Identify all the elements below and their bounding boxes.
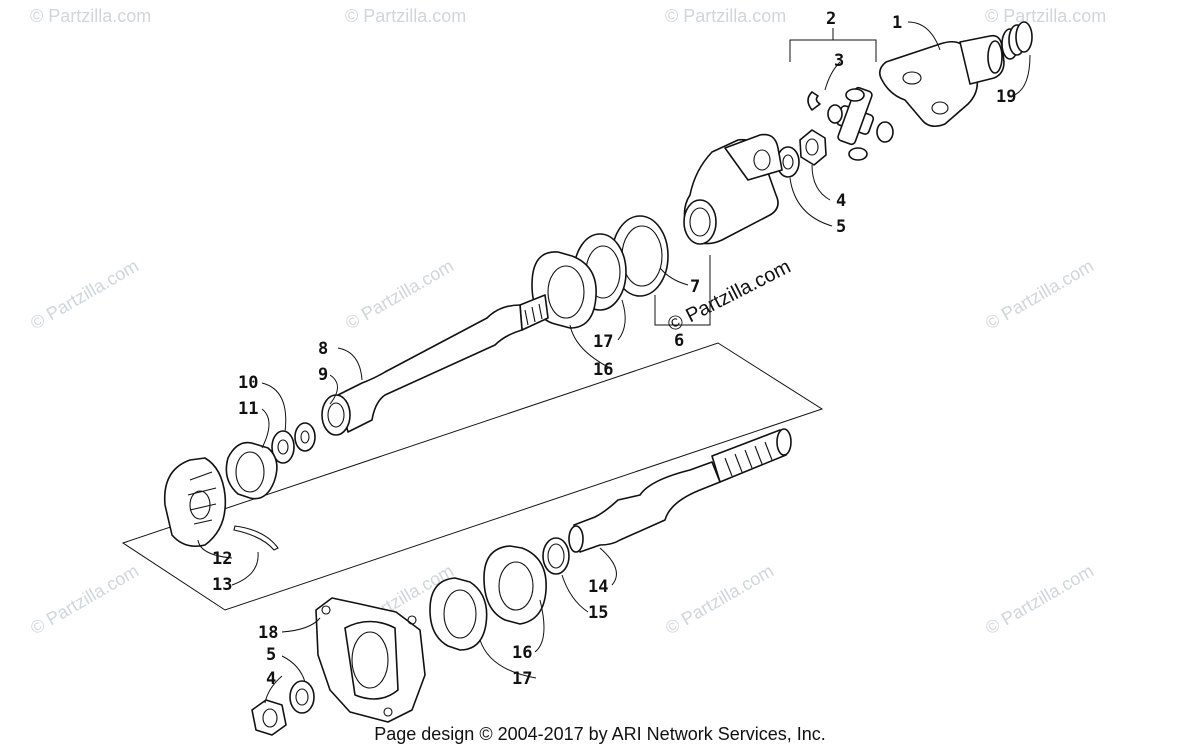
callout-7: 7	[690, 277, 700, 297]
watermark: © Partzilla.com	[342, 255, 457, 333]
part-rings-19	[1001, 21, 1033, 60]
callout-18: 18	[258, 623, 278, 643]
part-bearing-16-lower	[483, 545, 547, 625]
part-ring-15	[542, 537, 570, 575]
callout-9: 9	[318, 365, 328, 385]
callout-13: 13	[212, 575, 232, 595]
part-yoke-1	[878, 34, 1005, 128]
part-seal-17-lower	[429, 577, 488, 651]
watermark: © Partzilla.com	[985, 6, 1106, 26]
leader-lines	[197, 21, 1031, 704]
part-shaft-14	[568, 428, 792, 553]
bracket-6	[654, 255, 711, 326]
assembly-frame	[121, 342, 824, 611]
callout-19: 19	[996, 87, 1016, 107]
part-nut-4-upper	[799, 129, 827, 166]
watermark: © Partzilla.com	[27, 255, 142, 333]
part-ring-13	[233, 525, 279, 551]
callout-10: 10	[238, 373, 258, 393]
part-shaft-8	[321, 294, 549, 436]
callout-2: 2	[826, 9, 836, 29]
bracket-2	[789, 28, 877, 62]
part-nut-4-lower	[251, 699, 287, 736]
watermark: © Partzilla.com	[665, 6, 786, 26]
callout-3: 3	[834, 51, 844, 71]
part-washer-10	[271, 430, 295, 464]
center-watermark: © Partzilla.com	[664, 256, 794, 337]
callout-6: 6	[674, 331, 684, 351]
watermark: © Partzilla.com	[982, 560, 1097, 638]
watermark: © Partzilla.com	[30, 6, 151, 26]
footer-copyright: Page design © 2004-2017 by ARI Network S…	[374, 724, 826, 744]
callout-8: 8	[318, 339, 328, 359]
part-flange-12	[163, 457, 227, 548]
part-collar-11	[225, 441, 278, 500]
callout-17b: 17	[512, 669, 532, 689]
part-drive-yoke-6	[683, 133, 783, 245]
part-housing-18	[315, 597, 426, 723]
callout-16b: 16	[512, 643, 532, 663]
callout-4b: 4	[266, 669, 276, 689]
callout-5b: 5	[266, 645, 276, 665]
part-washer-9	[294, 422, 316, 452]
callout-11: 11	[238, 399, 258, 419]
callout-labels: 1 2 3 4 5 7 6 17 16 8 9 10 11 12 13 14 1…	[212, 9, 1016, 689]
callout-1: 1	[892, 13, 902, 33]
watermark: © Partzilla.com	[662, 560, 777, 638]
part-washer-5-lower	[289, 680, 315, 714]
watermark: © Partzilla.com	[982, 255, 1097, 333]
callout-5: 5	[836, 217, 846, 237]
callout-14: 14	[588, 577, 608, 597]
callout-17: 17	[593, 332, 613, 352]
callout-4: 4	[836, 191, 846, 211]
watermark: © Partzilla.com	[27, 560, 142, 638]
part-cross-3	[807, 86, 894, 161]
callout-15: 15	[588, 603, 608, 623]
watermark: © Partzilla.com	[345, 6, 466, 26]
callout-12: 12	[212, 549, 232, 569]
callout-16: 16	[593, 360, 613, 380]
